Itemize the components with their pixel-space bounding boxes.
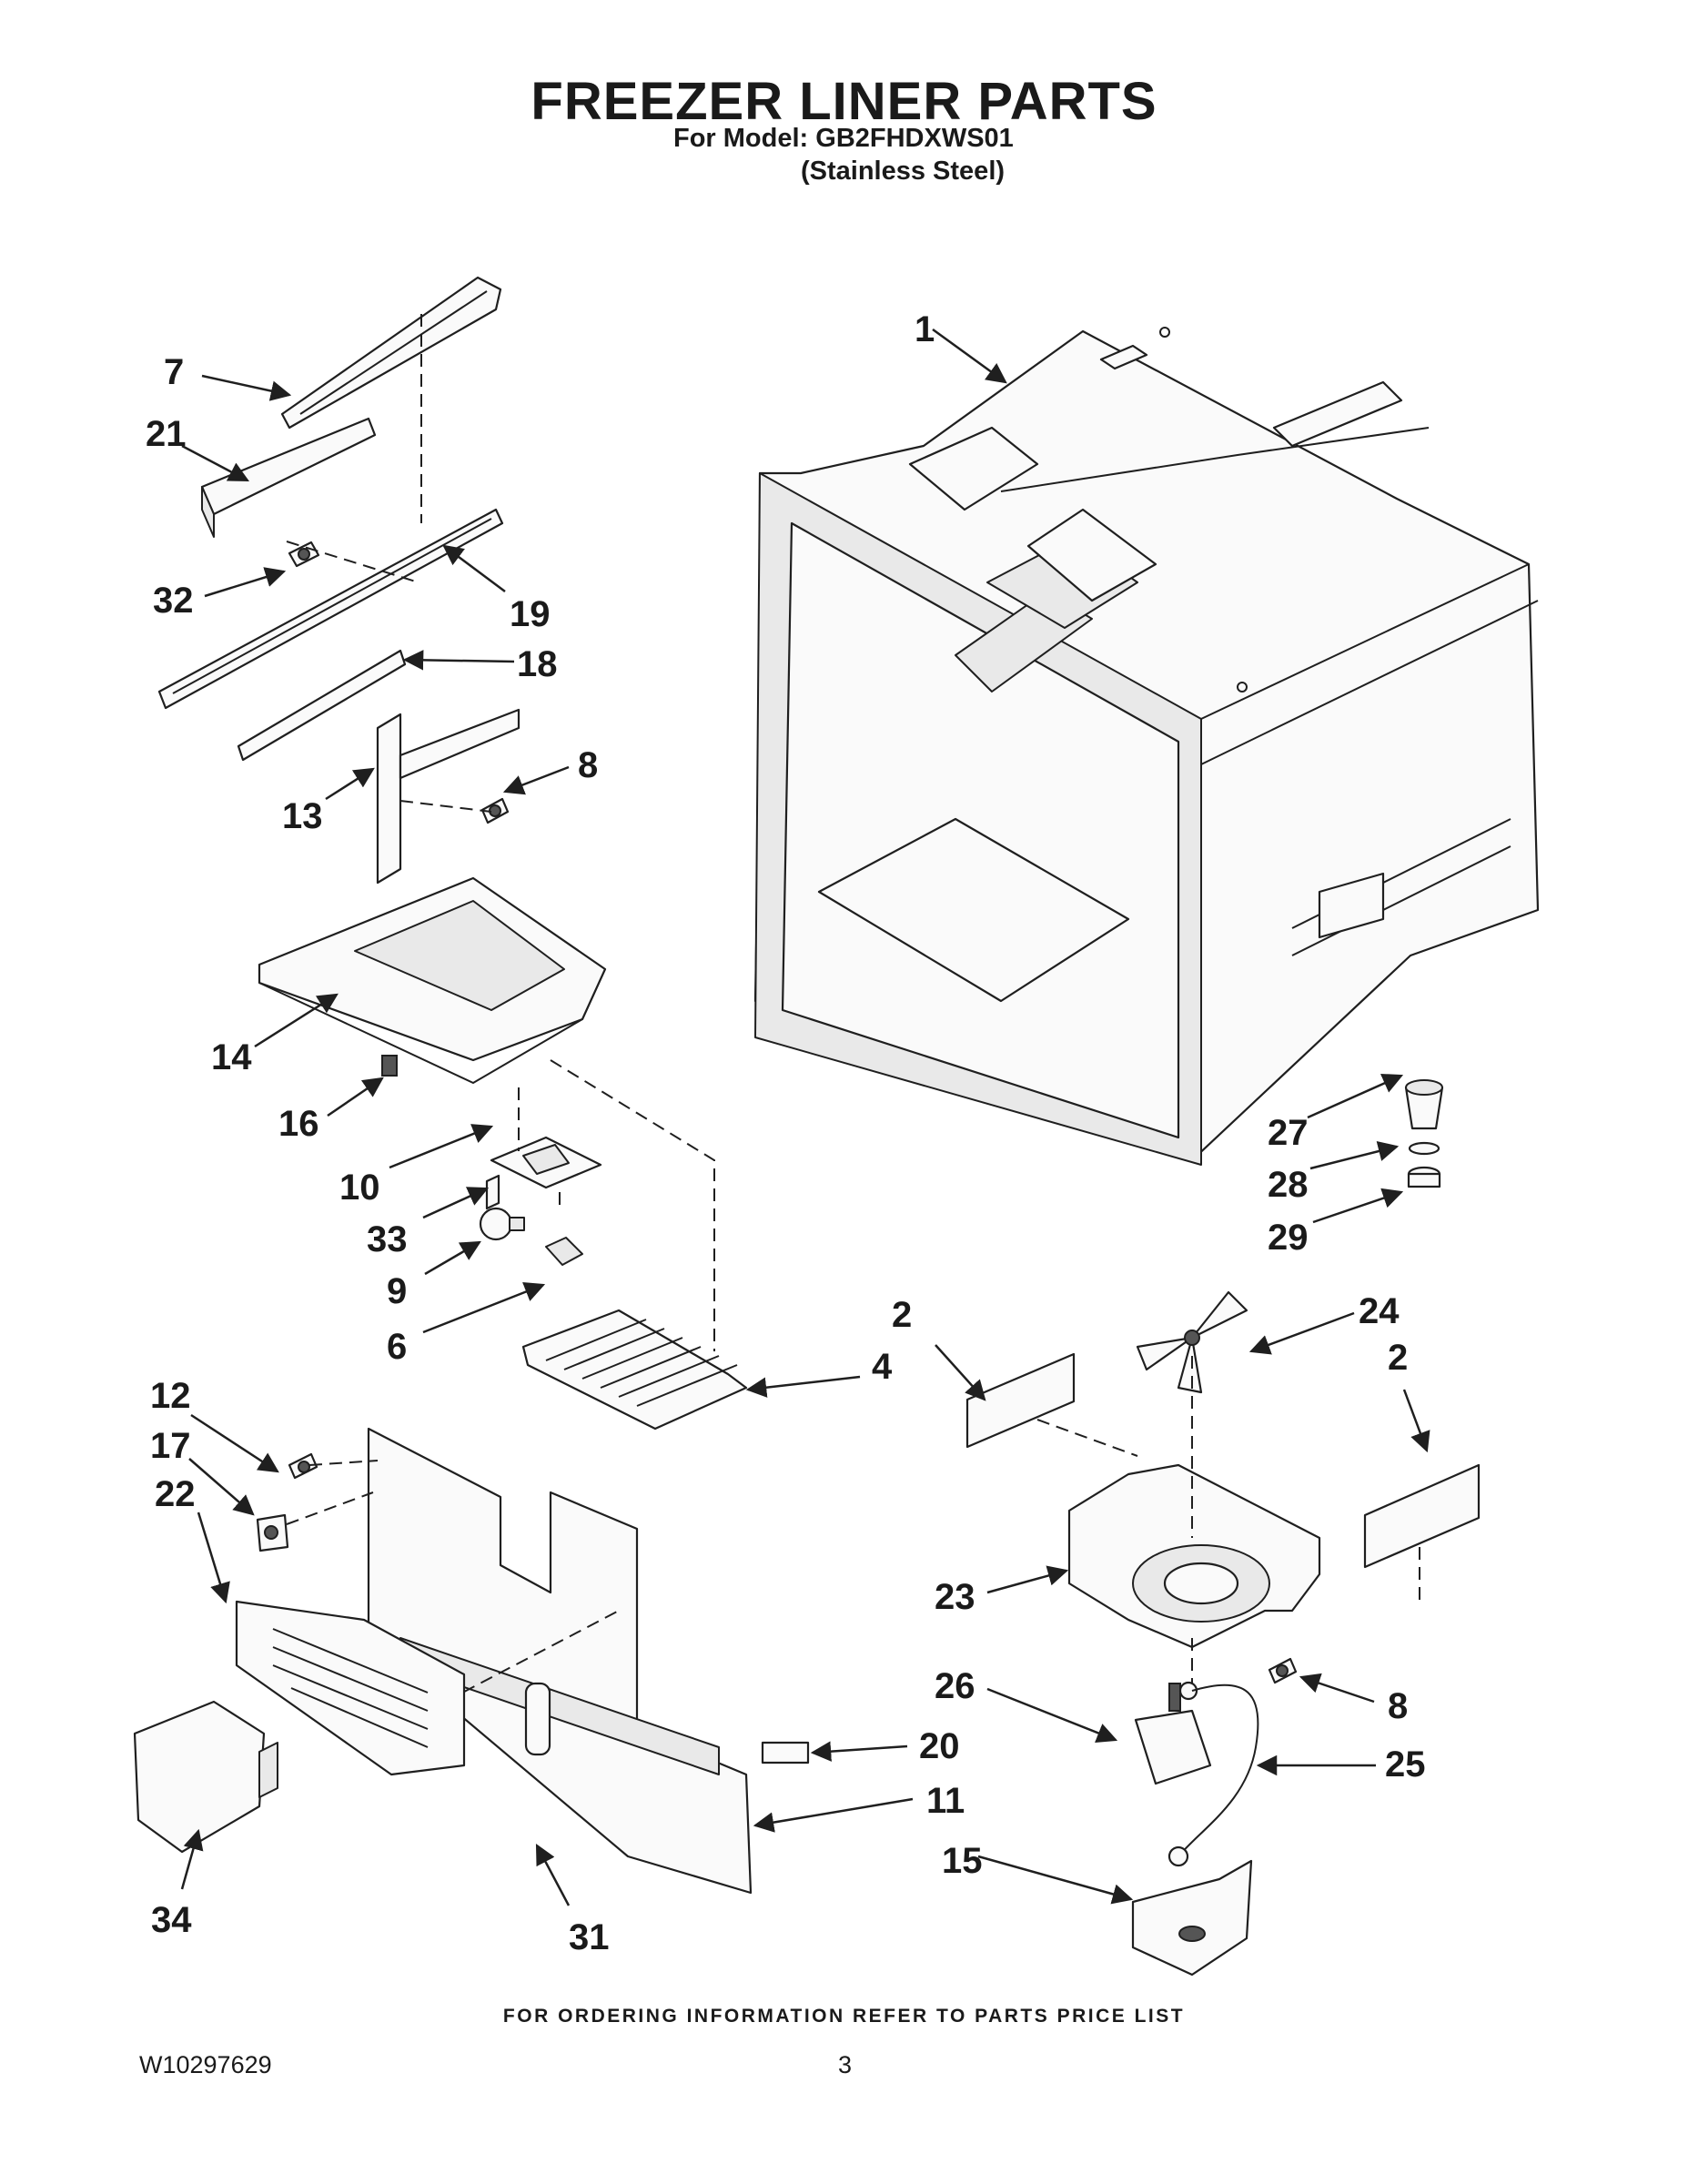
screw-fan <box>1268 1657 1298 1684</box>
callout-29: 29 <box>1268 1218 1309 1258</box>
evaporator-cover-panel <box>367 1427 753 1895</box>
callout-18: 18 <box>517 644 558 684</box>
callout-26: 26 <box>935 1666 975 1706</box>
bulb-socket <box>545 1237 583 1266</box>
callout-leaders <box>180 328 1430 1906</box>
callout-2-right: 2 <box>1388 1338 1408 1378</box>
light-bulb <box>479 1207 525 1241</box>
panel-seal-strip <box>761 1741 810 1764</box>
document-number: W10297629 <box>139 2051 272 2078</box>
upper-slide-rail <box>280 276 502 430</box>
foam-block-right <box>1363 1463 1481 1569</box>
callout-32: 32 <box>153 581 194 621</box>
page-number: 3 <box>838 2051 853 2078</box>
callout-14: 14 <box>211 1037 252 1077</box>
fan-shroud <box>1067 1463 1321 1649</box>
callout-labels: 1 7 21 32 19 18 13 8 14 16 10 33 9 6 27 … <box>146 309 1426 1957</box>
thermistor <box>256 1513 289 1552</box>
drain-tube <box>524 1682 551 1756</box>
fan-motor <box>1134 1681 1212 1785</box>
rail-mount-bracket <box>376 708 521 885</box>
callout-22: 22 <box>155 1474 196 1514</box>
callout-4: 4 <box>872 1347 893 1387</box>
callout-8-lower: 8 <box>1388 1686 1408 1726</box>
callout-19: 19 <box>510 594 551 634</box>
air-baffle <box>133 1700 278 1854</box>
callout-15: 15 <box>942 1841 983 1881</box>
slide-rail-middle <box>157 508 504 710</box>
light-lens <box>521 1309 748 1431</box>
page-title: FREEZER LINER PARTS <box>531 72 1157 131</box>
callout-12: 12 <box>150 1376 191 1416</box>
callout-24: 24 <box>1359 1291 1400 1331</box>
callout-16: 16 <box>278 1104 319 1144</box>
model-line: For Model: GB2FHDXWS01 <box>673 124 1014 153</box>
light-switch <box>381 1055 398 1077</box>
callout-8-upper: 8 <box>578 745 598 785</box>
finish-line: (Stainless Steel) <box>801 157 1006 186</box>
air-return-grille <box>235 1600 466 1776</box>
screw-socket <box>485 1174 500 1210</box>
callout-17: 17 <box>150 1426 191 1466</box>
callout-13: 13 <box>282 796 323 836</box>
callout-20: 20 <box>919 1726 960 1766</box>
screw-upper <box>288 541 320 568</box>
screw-panel <box>288 1452 318 1480</box>
callout-28: 28 <box>1268 1165 1309 1205</box>
rail-bracket-upper <box>200 417 377 538</box>
callout-7: 7 <box>164 352 184 392</box>
fan-blade <box>1136 1290 1248 1394</box>
callout-31: 31 <box>569 1917 610 1957</box>
callout-23: 23 <box>935 1577 975 1617</box>
foam-block-left <box>965 1352 1076 1449</box>
light-housing-cover <box>258 876 607 1085</box>
motor-wire-harness <box>1167 1684 1259 1867</box>
drain-gasket <box>1408 1141 1440 1156</box>
callout-9: 9 <box>387 1271 407 1311</box>
callout-2-left: 2 <box>892 1295 912 1335</box>
callout-1: 1 <box>915 309 935 349</box>
motor-bracket <box>1131 1859 1253 1977</box>
screw-bracket <box>480 797 510 824</box>
callout-34: 34 <box>151 1900 192 1940</box>
callout-27: 27 <box>1268 1113 1309 1153</box>
drain-trough <box>1404 1079 1444 1130</box>
callout-21: 21 <box>146 414 187 454</box>
light-socket-housing <box>490 1136 602 1189</box>
drain-plug <box>1407 1166 1441 1188</box>
ordering-note: FOR ORDERING INFORMATION REFER TO PARTS … <box>502 2006 1186 2027</box>
callout-6: 6 <box>387 1327 407 1367</box>
callout-11: 11 <box>926 1781 965 1821</box>
callout-10: 10 <box>339 1168 380 1208</box>
freezer-liner <box>753 327 1540 1166</box>
callout-33: 33 <box>367 1219 408 1259</box>
callout-25: 25 <box>1385 1744 1426 1785</box>
